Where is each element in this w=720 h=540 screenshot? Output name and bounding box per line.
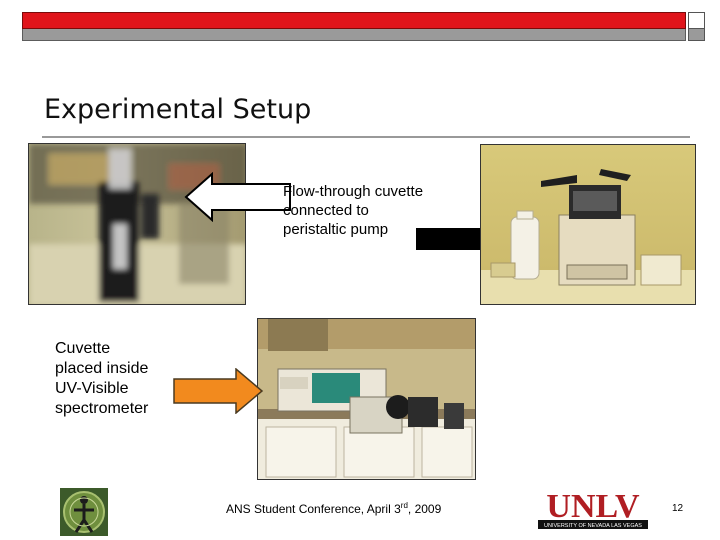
caption-line: Cuvette [55,340,111,357]
caption-line: peristaltic pump [283,221,389,238]
unlv-tagline: UNIVERSITY OF NEVADA LAS VEGAS [544,523,642,529]
caption-line: UV-Visible [55,380,129,397]
spectrometer-photo [257,318,476,480]
header-gray-bar [22,29,686,41]
caption-line: connected to [283,202,369,219]
header-square-white [688,12,705,29]
caption-uv-visible: Cuvette placed inside UV-Visible spectro… [55,339,185,419]
unlv-logo: UNLV UNIVERSITY OF NEVADA LAS VEGAS [532,488,654,537]
cuvette-photo [28,143,246,305]
peristaltic-pump-photo [480,144,696,305]
orange-arrow-icon [173,368,264,414]
footer-text-main: ANS Student Conference, April 3 [226,502,401,516]
caption-line: placed inside [55,360,149,377]
title-underline [42,136,690,138]
caption-line: Flow-through cuvette [283,183,424,200]
page-number: 12 [672,503,684,514]
unlv-wordmark: UNLV [546,488,640,525]
header-red-bar [22,12,686,29]
white-arrow-icon [184,172,291,222]
footer-text-year: , 2009 [407,502,442,516]
slide-title: Experimental Setup [44,94,312,125]
footer-superscript: rd [400,501,408,510]
header-square-gray [688,29,705,41]
caption-line: spectrometer [55,400,149,417]
ans-logo-icon [60,488,108,536]
footer-conference: ANS Student Conference, April 3rd, 2009 [226,501,441,516]
caption-flow-through: Flow-through cuvette connected to perist… [283,182,473,239]
